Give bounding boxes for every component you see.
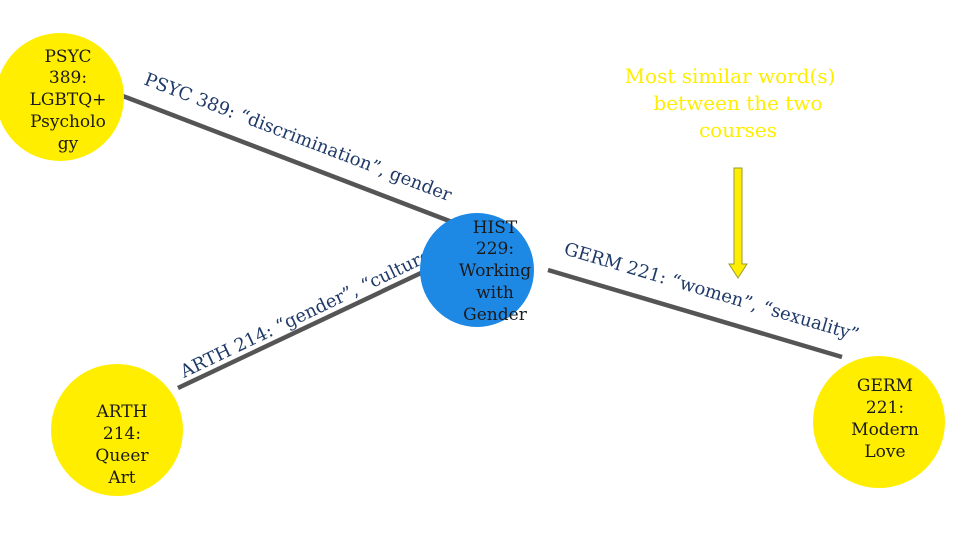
node-psyc-line-2: 389: <box>49 68 87 88</box>
annotation-line-2: between the two <box>653 91 822 115</box>
node-arth-214: ARTH 214: Queer Art <box>51 364 183 496</box>
node-psyc-line-4: Psycholo <box>30 112 106 132</box>
node-psyc-circle <box>0 33 124 161</box>
node-psyc-line-3: LGBTQ+ <box>30 90 107 110</box>
annotation-line-3: courses <box>699 118 777 142</box>
node-arth-line-2: 214: <box>103 424 141 444</box>
node-arth-line-3: Queer <box>95 446 149 466</box>
node-arth-circle <box>51 364 183 496</box>
node-germ-circle <box>813 356 945 488</box>
node-germ-221: GERM 221: Modern Love <box>813 356 945 488</box>
annotation-line-1: Most similar word(s) <box>625 64 836 88</box>
node-germ-line-1: GERM <box>857 376 913 396</box>
node-center-line-1: HIST <box>473 218 518 238</box>
edge-germ-label: GERM 221: “women”, “sexuality” <box>562 239 862 346</box>
edge-psyc-line <box>114 90 453 225</box>
node-psyc-line-5: gy <box>58 134 79 154</box>
node-germ-line-4: Love <box>864 442 905 462</box>
down-arrow-icon <box>728 167 748 279</box>
node-center-line-4: with <box>476 283 514 303</box>
node-germ-line-3: Modern <box>851 420 919 440</box>
node-psyc-line-1: PSYC <box>44 47 91 67</box>
node-psyc-389: PSYC 389: LGBTQ+ Psycholo gy <box>0 33 124 161</box>
node-center-line-2: 229: <box>476 239 514 259</box>
node-center-line-3: Working <box>459 261 531 281</box>
edge-psyc-label: PSYC 389: “discrimination”, gender <box>141 69 455 206</box>
edge-arth-line <box>177 261 441 391</box>
edge-arth-label: ARTH 214: “gender”, “culture” <box>176 241 442 383</box>
edge-germ-line <box>547 267 843 360</box>
annotation: Most similar word(s) between the two cou… <box>625 64 836 279</box>
node-arth-line-4: Art <box>107 468 135 488</box>
node-germ-line-2: 221: <box>866 398 904 418</box>
node-center-circle <box>420 213 534 327</box>
node-center-line-5: Gender <box>463 305 528 325</box>
node-arth-line-1: ARTH <box>96 402 148 422</box>
node-hist-229: HIST 229: Working with Gender <box>420 213 534 327</box>
